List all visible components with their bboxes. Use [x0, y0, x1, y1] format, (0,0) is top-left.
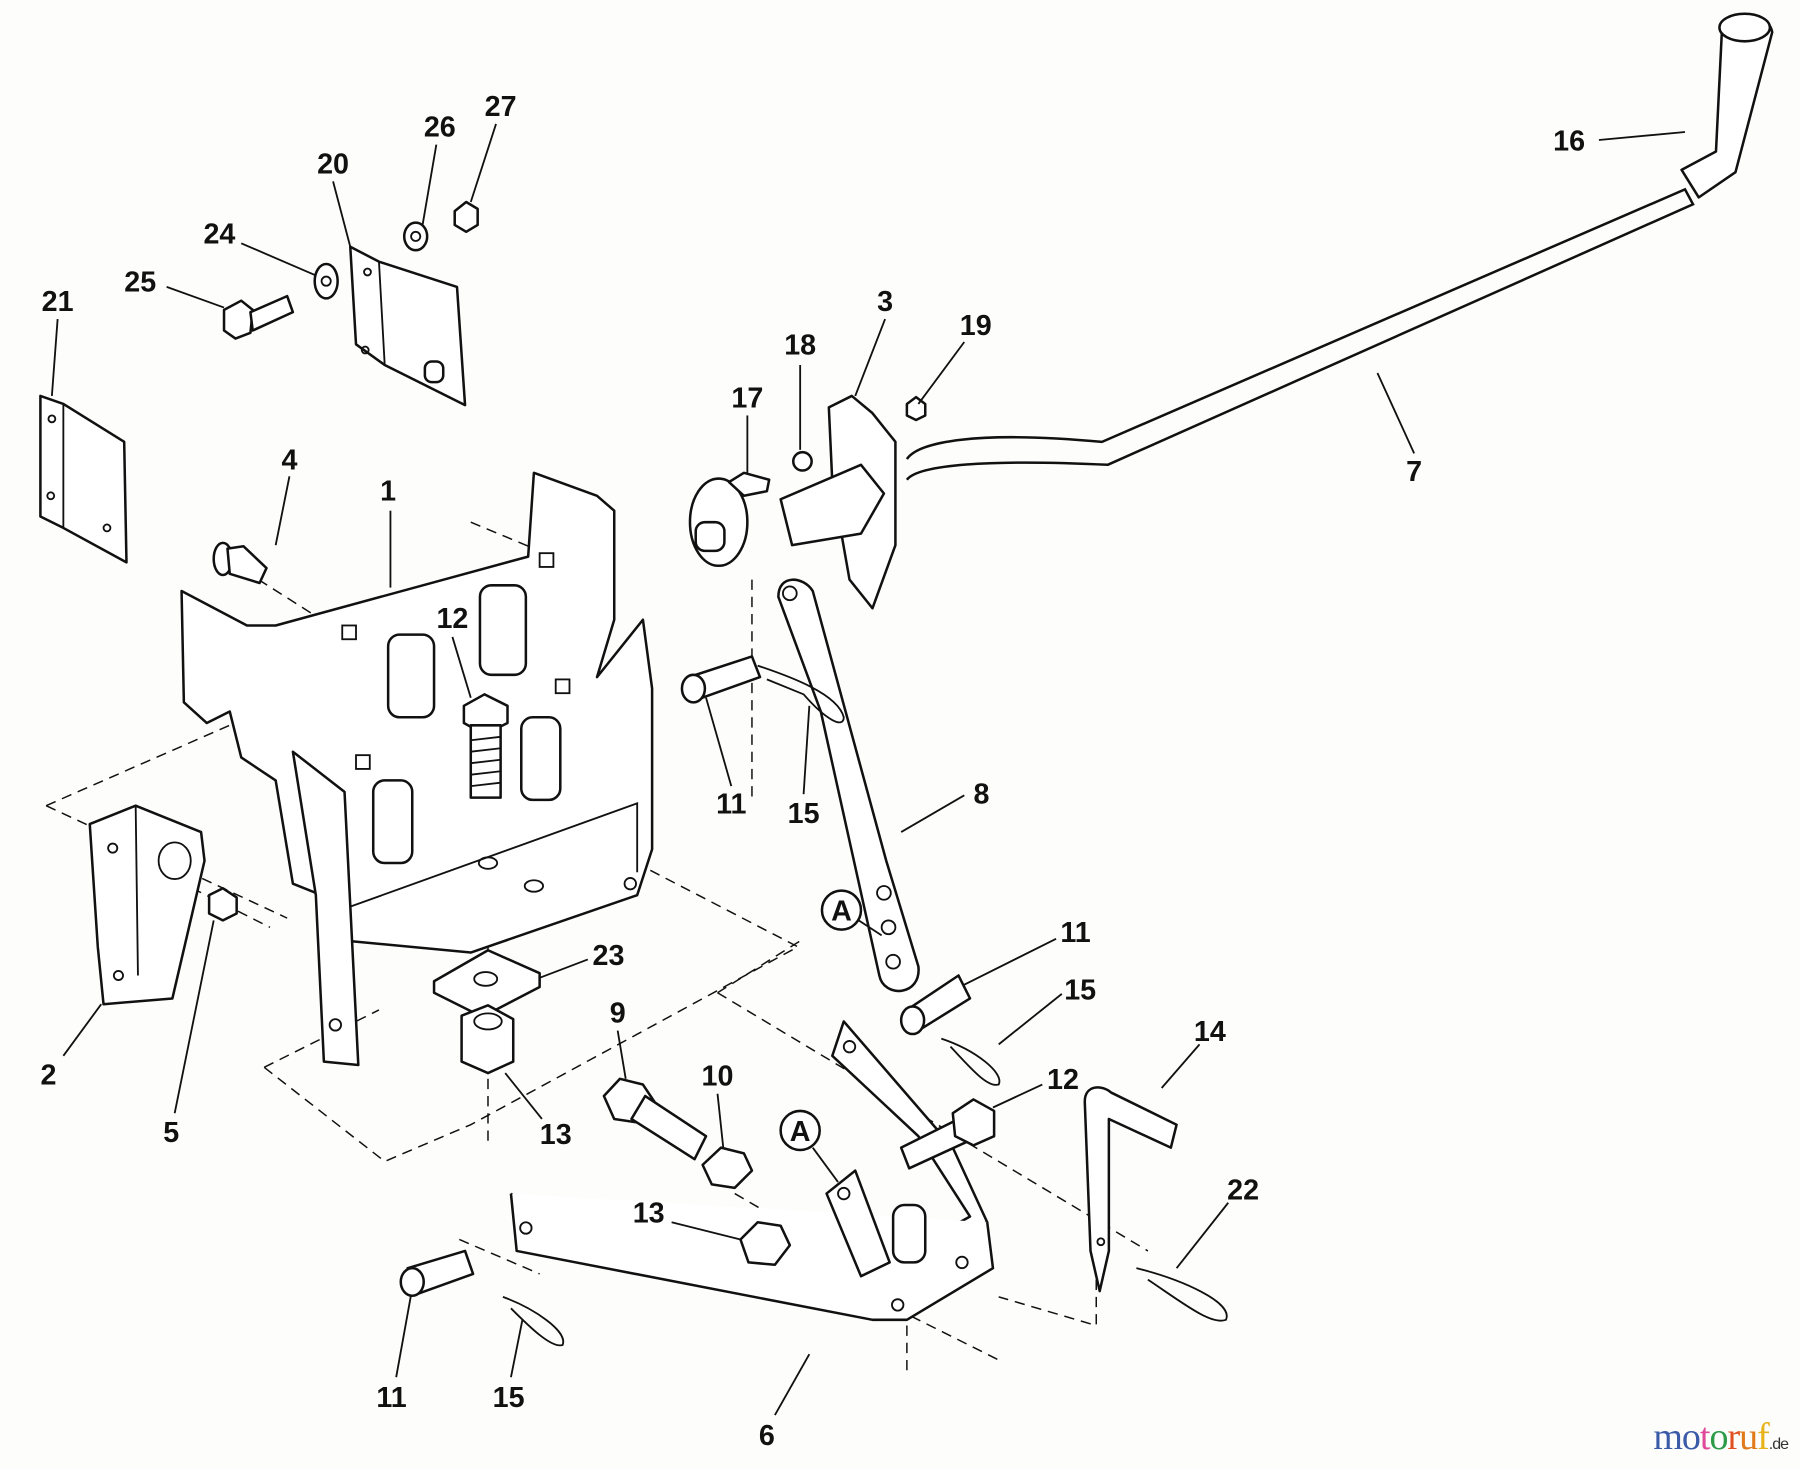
part-5-nut	[207, 887, 238, 922]
label-20: 20	[317, 148, 349, 180]
label-13a: 13	[540, 1119, 572, 1151]
part-11-pin-a	[680, 655, 762, 704]
part-10-nut	[701, 1146, 754, 1190]
part-12-bolt-upper	[462, 693, 509, 799]
part-15-clip-c	[502, 1295, 565, 1347]
part-8-link	[777, 578, 920, 993]
label-6: 6	[759, 1420, 775, 1452]
label-25: 25	[124, 267, 156, 299]
wm-letter: t	[1699, 1416, 1711, 1458]
wm-letter: o	[1681, 1416, 1701, 1458]
label-10: 10	[702, 1061, 734, 1093]
part-11-pin-c	[399, 1249, 475, 1297]
label-23: 23	[593, 940, 625, 972]
label-15b: 15	[1064, 975, 1096, 1007]
label-15a: 15	[788, 798, 820, 830]
label-19: 19	[960, 310, 992, 342]
part-16-handle	[1680, 12, 1774, 199]
label-4: 4	[281, 444, 297, 476]
ref-label-a1: A	[831, 895, 852, 927]
label-11b: 11	[1060, 917, 1090, 949]
label-16: 16	[1553, 125, 1585, 157]
label-24: 24	[203, 218, 235, 250]
parts-17-18-19	[727, 395, 927, 498]
part-13-nut-b	[739, 1220, 792, 1266]
part-15-clip-b	[941, 1037, 1001, 1086]
label-17: 17	[731, 382, 763, 414]
label-13b: 13	[633, 1197, 665, 1229]
label-22: 22	[1227, 1174, 1259, 1206]
label-1: 1	[380, 475, 396, 507]
wm-letter: u	[1739, 1416, 1758, 1458]
part-15-clip-a	[757, 664, 845, 724]
label-12b: 12	[1047, 1064, 1079, 1096]
part-7-lever	[905, 187, 1695, 481]
ref-label-a2: A	[790, 1116, 811, 1148]
part-3-pivot	[688, 394, 897, 610]
part-20-plate	[349, 245, 467, 407]
wm-letter: r	[1727, 1416, 1740, 1458]
label-3: 3	[877, 286, 893, 318]
part-2-bracket	[88, 804, 206, 1006]
part-22-clip	[1136, 1267, 1228, 1322]
label-11c: 11	[376, 1382, 406, 1414]
fasteners-upper	[222, 200, 479, 340]
label-2: 2	[40, 1060, 56, 1092]
motoruf-watermark-logo: motoruf.de	[1653, 1415, 1789, 1459]
label-5: 5	[163, 1117, 179, 1149]
label-15c: 15	[493, 1382, 525, 1414]
label-14: 14	[1194, 1016, 1226, 1048]
part-9-bolt	[602, 1077, 708, 1161]
part-11-pin-b	[899, 974, 972, 1036]
part-number-labels: 16 7 3 19 18 17 27 26 20 24 25 21 4 1 12…	[40, 91, 1585, 1452]
reference-marker-a1: A	[820, 889, 863, 931]
wm-letter: o	[1709, 1416, 1728, 1458]
wm-suffix: .de	[1768, 1436, 1789, 1453]
part-1-bracket	[180, 471, 654, 1067]
wm-letter: f	[1757, 1416, 1770, 1458]
leader-lines	[50, 123, 1686, 1416]
part-13-nut-a	[460, 1004, 515, 1075]
label-21: 21	[42, 286, 74, 318]
label-11a: 11	[716, 789, 746, 821]
label-12a: 12	[436, 603, 468, 635]
part-21-plate	[39, 394, 128, 564]
part-12-bolt-lower	[899, 1098, 996, 1170]
label-27: 27	[485, 91, 517, 123]
label-18: 18	[784, 330, 816, 362]
part-4-bolt	[212, 541, 268, 585]
label-26: 26	[424, 112, 456, 144]
label-8: 8	[973, 778, 989, 810]
label-9: 9	[610, 998, 626, 1030]
label-7: 7	[1406, 456, 1422, 488]
part-14-pin	[1083, 1086, 1178, 1293]
part-23-plate	[432, 948, 541, 1019]
wm-letter: m	[1653, 1416, 1683, 1458]
reference-marker-a2: A	[779, 1109, 821, 1152]
